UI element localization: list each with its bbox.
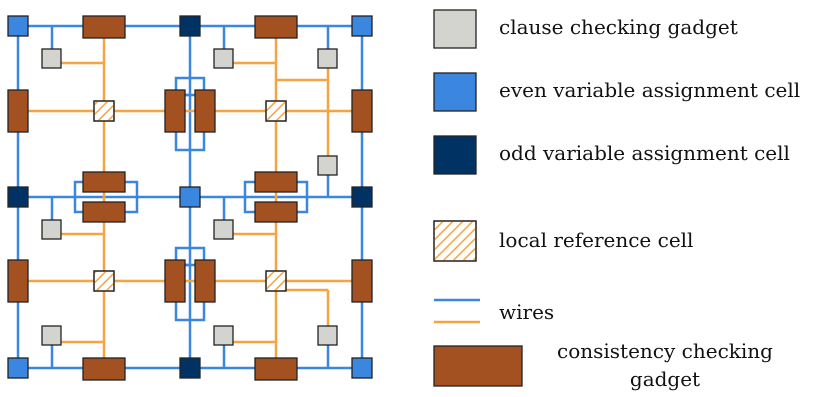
legend-consistency-icon [433,345,523,387]
legend-odd-label: odd variable assignment cell [499,141,790,165]
even-cells [7,15,373,379]
legend-icons [433,9,523,387]
legend-clause-label: clause checking gadget [499,15,738,39]
legend-consistency-line2: gadget [629,367,701,391]
legend-consistency-line1: consistency checking [557,339,773,363]
legend-odd-icon [433,135,477,175]
legend-clause-icon [433,9,477,49]
odd-cells [7,15,373,379]
legend-even-icon [433,72,477,112]
legend-local-icon [433,220,477,262]
legend-wires-label: wires [499,300,555,324]
consistency-gadgets [7,15,373,381]
legend-local-label: local reference cell [499,228,694,252]
legend-even-label: even variable assignment cell [499,78,801,102]
local-reference-cells [93,100,287,292]
clause-gadgets [41,48,338,346]
legend-consistency-label: consistency checking gadget [535,337,795,393]
